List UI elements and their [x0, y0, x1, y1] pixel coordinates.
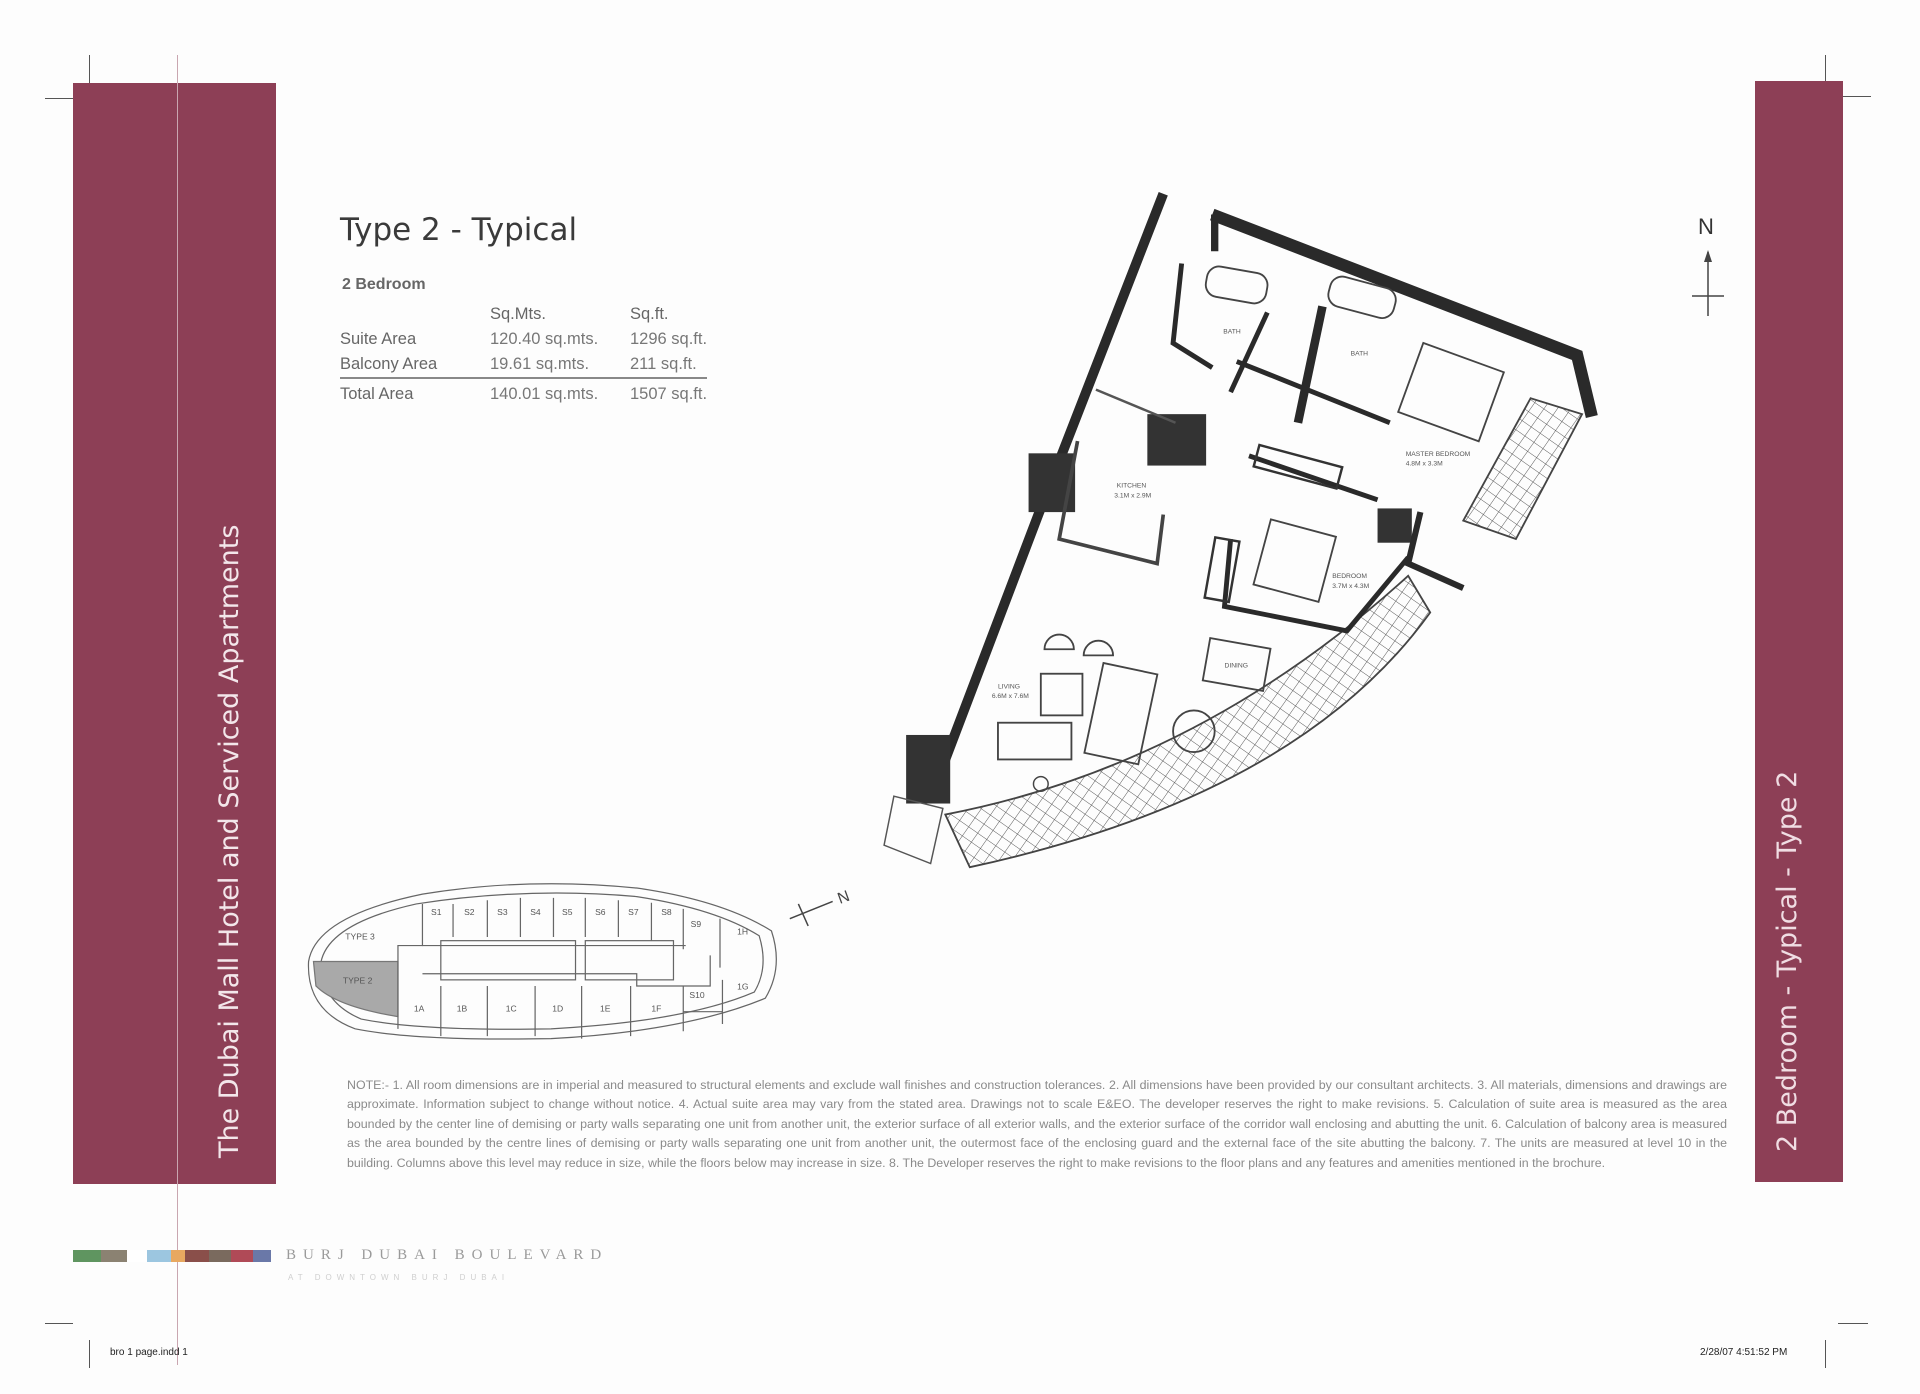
unit-label-highlighted: TYPE 2	[343, 976, 373, 986]
cell-sqft: 1296 sq.ft.	[630, 330, 708, 348]
row-label: Balcony Area	[340, 355, 438, 373]
crop-mark	[45, 98, 73, 99]
room-dimension: 6.6M x 7.6M	[992, 693, 1029, 700]
unit-label: S2	[464, 907, 475, 917]
unit-label: 1C	[506, 1004, 517, 1014]
color-swatch	[101, 1250, 127, 1262]
brand-color-bar	[73, 1250, 271, 1262]
color-swatch	[73, 1250, 101, 1262]
key-plan-north-icon: N	[789, 888, 852, 927]
room-label-bath: BATH	[1351, 350, 1369, 357]
brand-logo-text: BURJ DUBAI BOULEVARD	[286, 1247, 609, 1263]
color-swatch	[209, 1250, 231, 1262]
right-side-band	[1755, 81, 1843, 1182]
table-header-row: Sq.Mts. Sq.ft.	[340, 302, 707, 327]
color-swatch	[185, 1250, 209, 1262]
unit-label: S6	[595, 907, 606, 917]
type-2-highlight	[312, 960, 399, 1018]
registration-line	[177, 55, 178, 1365]
room-dimension: 4.8M x 3.3M	[1406, 461, 1443, 468]
unit-label: S7	[628, 907, 639, 917]
room-label-bath: BATH	[1223, 328, 1241, 335]
cell-sqm: 140.01 sq.mts.	[490, 377, 630, 407]
key-plan	[307, 883, 777, 1040]
key-plan-north-label: N	[835, 888, 852, 908]
unit-label: 1B	[457, 1004, 468, 1014]
room-label-living: LIVING	[998, 683, 1020, 690]
crop-mark	[45, 1323, 73, 1324]
unit-label: 1F	[651, 1004, 661, 1014]
unit-label: 1A	[414, 1004, 425, 1014]
room-label-master-bedroom: MASTER BEDROOM	[1406, 451, 1471, 458]
room-dimension: 3.7M x 4.3M	[1332, 583, 1369, 590]
color-swatch	[253, 1250, 271, 1262]
key-plan-labels: TYPE 3 TYPE 2 S1 S2 S3 S4 S5 S6 S7 S8 S9…	[343, 907, 749, 1014]
unit-label: 1G	[737, 982, 749, 992]
crop-mark	[89, 55, 90, 85]
crop-mark	[1825, 55, 1826, 83]
cell-sqm: 19.61 sq.mts.	[490, 355, 590, 373]
column-header: Sq.Mts.	[490, 305, 546, 323]
unit-label: 1D	[552, 1004, 563, 1014]
table-row: Suite Area 120.40 sq.mts. 1296 sq.ft.	[340, 327, 707, 352]
balcony-small	[1461, 397, 1584, 541]
unit-label: 1H	[737, 927, 748, 937]
brand-tagline: AT DOWNTOWN BURJ DUBAI	[288, 1273, 510, 1282]
unit-label: S1	[431, 907, 442, 917]
north-label: N	[1698, 214, 1714, 239]
table-row: Balcony Area 19.61 sq.mts. 211 sq.ft.	[340, 352, 707, 378]
room-label-bedroom: BEDROOM	[1332, 573, 1367, 580]
unit-label: S9	[691, 919, 702, 929]
north-arrow-icon	[1692, 250, 1724, 316]
page-title: Type 2 - Typical	[340, 212, 578, 248]
disclaimer-notes: NOTE:- 1. All room dimensions are in imp…	[347, 1078, 1727, 1170]
unit-label: 1E	[600, 1004, 611, 1014]
room-label-kitchen: KITCHEN	[1117, 483, 1147, 490]
left-side-band	[73, 83, 276, 1184]
cell-sqft: 211 sq.ft.	[630, 355, 697, 373]
color-swatch	[171, 1250, 185, 1262]
unit-label: TYPE 3	[345, 931, 375, 941]
row-label: Suite Area	[340, 330, 417, 348]
table-total-row: Total Area 140.01 sq.mts. 1507 sq.ft.	[340, 377, 708, 407]
unit-floor-plan	[883, 191, 1598, 869]
crop-mark	[1838, 1323, 1868, 1324]
room-dimension: 3.1M x 2.9M	[1114, 492, 1151, 499]
room-label-dining: DINING	[1224, 663, 1248, 670]
cell-sqm: 120.40 sq.mts.	[490, 330, 599, 348]
file-slug: bro 1 page.indd 1	[110, 1347, 188, 1358]
unit-label: S3	[497, 907, 508, 917]
room-labels: BATH BATH MASTER BEDROOM 4.8M x 3.3M KIT…	[992, 328, 1471, 700]
crop-mark	[1843, 96, 1871, 97]
color-swatch	[147, 1250, 171, 1262]
column-header: Sq.ft.	[630, 305, 669, 323]
color-swatch	[231, 1250, 253, 1262]
unit-label: S8	[661, 907, 672, 917]
area-table: Sq.Mts. Sq.ft. Suite Area 120.40 sq.mts.…	[340, 302, 708, 407]
balcony-curved	[943, 574, 1432, 869]
color-swatch	[127, 1250, 147, 1262]
crop-mark	[1825, 1340, 1826, 1368]
unit-label: S5	[562, 907, 573, 917]
row-label: Total Area	[340, 377, 490, 407]
print-timestamp: 2/28/07 4:51:52 PM	[1700, 1347, 1788, 1358]
cell-sqft: 1507 sq.ft.	[630, 377, 708, 407]
unit-label: S4	[530, 907, 541, 917]
unit-type-label: 2 Bedroom	[342, 276, 426, 293]
unit-label: S10	[689, 990, 704, 1000]
crop-mark	[89, 1340, 90, 1368]
